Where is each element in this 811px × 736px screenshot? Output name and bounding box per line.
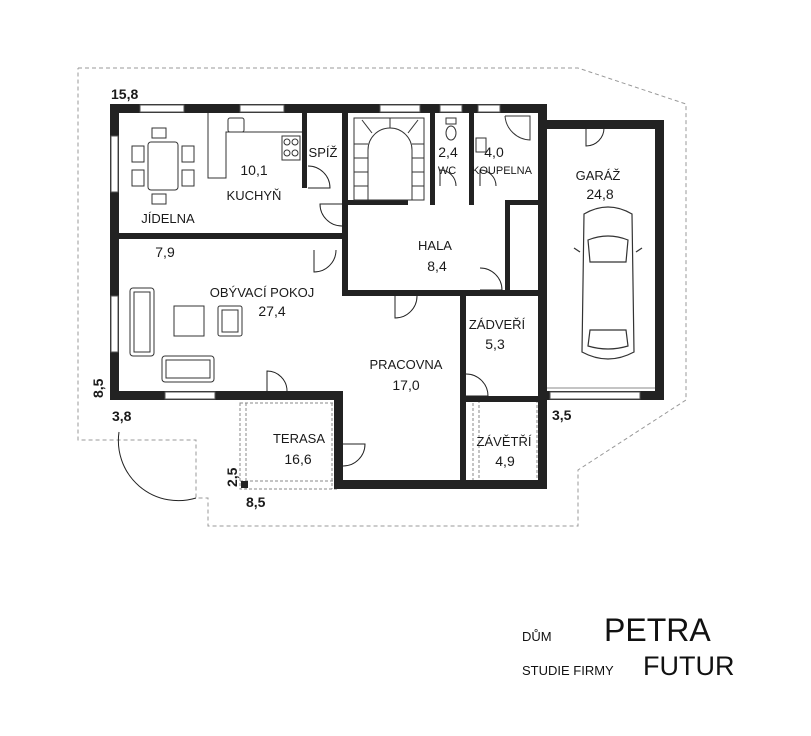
room-label-garaz: GARÁŽ: [576, 168, 621, 183]
room-label-terasa-area: 16,6: [284, 451, 311, 467]
room-label-koupelna-area: 4,0: [484, 144, 504, 160]
room-label-obyvaci-area: 27,4: [258, 303, 285, 319]
room-label-wc-area: 2,4: [438, 144, 458, 160]
dimension-terrace-height: 2,5: [224, 467, 240, 487]
windows: [110, 104, 641, 400]
terrace-post: [241, 481, 248, 488]
footer-studio-label: STUDIE FIRMY: [522, 663, 614, 678]
footer-studio-name: FUTUR: [643, 651, 735, 681]
staircase: [353, 117, 425, 201]
room-label-zavetri-area: 4,9: [495, 453, 515, 469]
footer-house-label: DŮM: [522, 629, 552, 644]
dimension-bottom-left: 3,8: [112, 408, 132, 424]
room-label-pracovna-area: 17,0: [392, 377, 419, 393]
room-label-koupelna: KOUPELNA: [472, 165, 533, 177]
living-furniture: [129, 287, 243, 383]
room-label-wc: WC: [438, 165, 456, 177]
doors: [117, 127, 605, 502]
room-labels: 10,1 KUCHYŇ SPÍŽ JÍDELNA 7,9 OBÝVACÍ POK…: [141, 144, 620, 469]
dimension-labels: 15,8 8,5 3,8 3,5 2,5 8,5: [90, 86, 572, 510]
dining-table: [131, 127, 195, 205]
room-label-garaz-area: 24,8: [586, 186, 613, 202]
room-label-terasa: TERASA: [273, 431, 325, 446]
room-label-kuchyn-area: 10,1: [240, 162, 267, 178]
room-label-spiz: SPÍŽ: [309, 145, 338, 160]
car-icon: [573, 206, 643, 360]
room-label-zadveri: ZÁDVEŘÍ: [469, 317, 526, 332]
dimension-right: 3,5: [552, 407, 572, 423]
room-label-kuchyn: KUCHYŇ: [227, 188, 282, 203]
dimension-terrace-width: 8,5: [246, 494, 266, 510]
room-label-hala-area: 8,4: [427, 258, 447, 274]
dimension-top: 15,8: [111, 86, 138, 102]
dimension-left: 8,5: [90, 378, 106, 398]
kitchen-fixtures: [207, 113, 302, 179]
plot-outline: [77, 67, 687, 527]
room-label-hala: HALA: [418, 238, 452, 253]
room-label-jidelna: JÍDELNA: [141, 211, 195, 226]
room-label-zavetri: ZÁVĚTŘÍ: [477, 434, 532, 449]
walls: [110, 104, 664, 489]
room-label-obyvaci: OBÝVACÍ POKOJ: [210, 285, 315, 300]
room-label-zadveri-area: 5,3: [485, 336, 505, 352]
footer-house-name: PETRA: [604, 612, 711, 648]
bath-fixtures: [445, 115, 531, 153]
room-label-jidelna-area: 7,9: [155, 244, 175, 260]
room-label-pracovna: PRACOVNA: [370, 357, 443, 372]
